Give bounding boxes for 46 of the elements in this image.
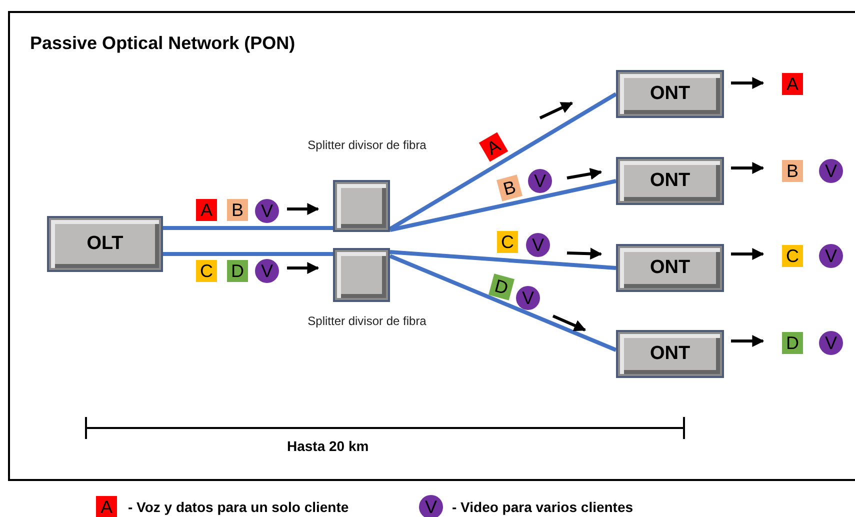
video-tag: V <box>255 199 279 223</box>
fiber-line <box>390 250 616 270</box>
splitter-box <box>333 248 390 302</box>
fiber-line <box>163 252 333 256</box>
video-tag: V <box>528 169 552 193</box>
fiber-line <box>388 92 618 231</box>
device-box <box>616 157 724 205</box>
device-label: OLT <box>86 233 124 255</box>
video-tag: V <box>255 259 279 283</box>
video-tag: V <box>516 286 540 310</box>
video-tag: V <box>819 244 843 268</box>
fiber-line <box>390 179 616 232</box>
device-box <box>616 244 724 292</box>
data-tag: B <box>782 160 803 182</box>
legend-swatch: V <box>419 495 443 517</box>
data-tag: D <box>782 332 803 354</box>
device-box <box>47 216 163 272</box>
splitter-caption: Splitter divisor de fibra <box>306 137 428 154</box>
fiber-line <box>389 254 617 352</box>
data-tag: C <box>196 260 217 282</box>
device-label: ONT <box>650 83 690 105</box>
device-label: ONT <box>650 343 690 365</box>
video-tag: V <box>526 233 550 257</box>
splitter-caption: Splitter divisor de fibra <box>306 313 428 330</box>
data-tag: D <box>488 274 514 300</box>
fiber-line <box>163 226 333 230</box>
device-box <box>616 70 724 118</box>
legend-swatch: A <box>96 496 117 517</box>
legend-text: - Voz y datos para un solo cliente <box>128 499 349 515</box>
data-tag: C <box>497 231 518 253</box>
data-tag: A <box>478 132 508 162</box>
data-tag: B <box>227 199 248 221</box>
legend-text: - Video para varios clientes <box>452 499 634 515</box>
splitter-box <box>333 180 390 232</box>
data-tag: A <box>782 73 803 95</box>
data-tag: A <box>196 199 217 221</box>
video-tag: V <box>819 331 843 355</box>
data-tag: C <box>782 245 803 267</box>
distance-label: Hasta 20 km <box>287 438 369 454</box>
device-box <box>616 330 724 378</box>
video-tag: V <box>819 159 843 183</box>
diagram-title: Passive Optical Network (PON) <box>30 33 296 54</box>
data-tag: B <box>496 174 522 202</box>
data-tag: D <box>227 260 248 282</box>
device-label: ONT <box>650 170 690 192</box>
device-label: ONT <box>650 257 690 279</box>
